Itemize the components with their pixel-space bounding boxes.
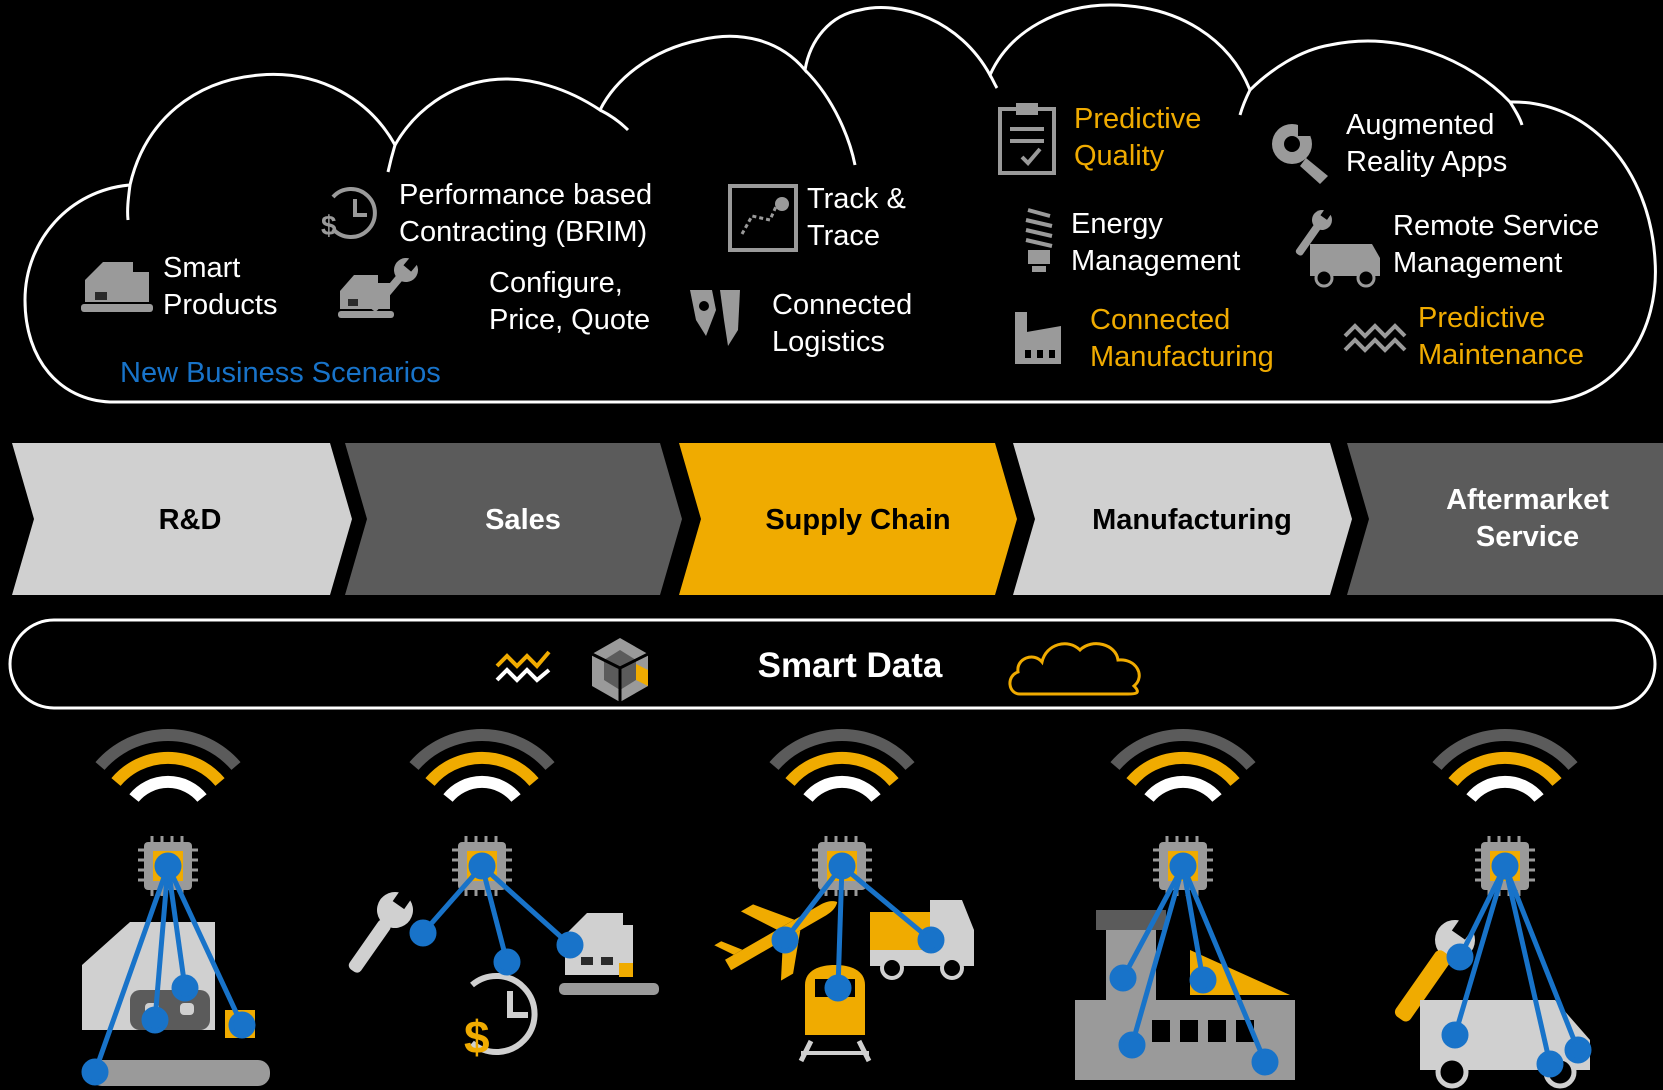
stage-arrow-sales[interactable] [345,443,682,595]
truck-icon [870,900,974,980]
wifi-icon [100,735,236,798]
configure-price-quote-label: Configure,Price, Quote [489,267,651,336]
track-trace-label: Track &Trace [807,183,906,252]
wifi-icon [774,735,910,798]
wifi-icon [414,735,550,798]
ar-wrench-icon [1272,122,1328,184]
service-device [1394,735,1592,1089]
machine-icon [82,922,270,1086]
stage-arrow-manufacturing[interactable] [1013,443,1352,595]
stage-arrow-rd[interactable] [12,443,352,595]
stage-arrow-supply-chain[interactable] [679,443,1017,595]
stage-label-sales: Sales [485,504,561,536]
cloud-icon [1008,642,1141,696]
cube-network-icon [591,638,649,702]
service-truck-icon [1295,207,1380,288]
sales-device: $ [348,735,659,1063]
svg-text:$: $ [464,1011,490,1063]
wave-icon [495,650,551,683]
stage-label-supply-chain: Supply Chain [765,504,951,536]
map-pins-icon [690,290,740,346]
wrench-icon [348,887,414,973]
bulb-icon [1025,208,1053,272]
svg-text:$: $ [321,210,337,241]
machine-wrench-icon [338,256,419,318]
wifi-icon [1115,735,1251,798]
new-business-scenarios-label: New Business Scenarios [120,357,441,389]
stage-arrow-aftermarket[interactable] [1347,443,1663,595]
manufacturing-device [1075,735,1295,1080]
dollar-clock-icon: $ [464,973,538,1063]
rd-device [81,735,270,1086]
stage-label-rd: R&D [158,504,222,536]
wifi-icon [1437,735,1573,798]
clipboard-check-icon [998,103,1056,175]
stage-label-manufacturing: Manufacturing [1092,504,1292,536]
map-route-icon [728,184,798,252]
factory-icon [1015,312,1061,364]
machine-icon [559,913,659,995]
wave-icon [1343,323,1407,353]
dollar-clock-icon: $ [321,187,377,241]
machine-icon [81,262,153,312]
smart-data-title: Smart Data [757,646,943,685]
supply-device [714,735,974,1063]
